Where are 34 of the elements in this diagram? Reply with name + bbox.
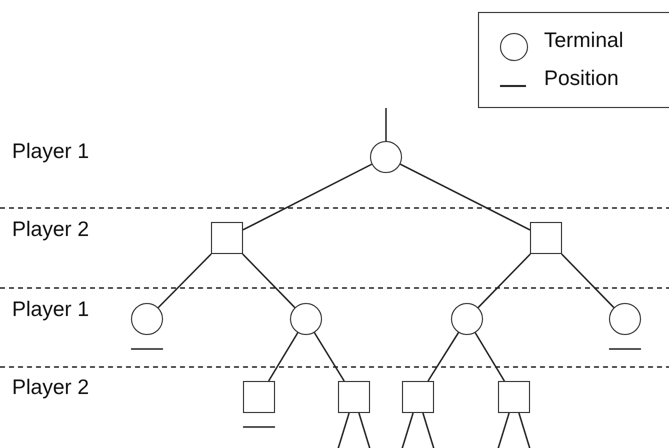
tree-branch-line (158, 253, 212, 308)
tree-branch-line (337, 412, 350, 448)
square-node (211, 222, 243, 254)
tree-branch-line (358, 412, 371, 448)
player-label: Player 1 (12, 298, 90, 322)
tree-branch-line (242, 253, 296, 308)
tree-branch-line (314, 332, 345, 382)
tree-branch-line (400, 164, 530, 231)
tree-branch-line (401, 412, 414, 448)
player-label: Player 2 (12, 376, 90, 400)
tree-branch-line (478, 253, 531, 308)
legend-text: Position (544, 67, 619, 91)
circle-node (451, 303, 483, 335)
square-node (530, 222, 562, 254)
circle-node (131, 303, 163, 335)
player-label: Player 1 (12, 140, 90, 164)
tree-branch-line (422, 412, 435, 448)
tree-branch-line (497, 412, 510, 448)
player-label: Player 2 (12, 218, 90, 242)
tree-branch-line (242, 164, 372, 231)
square-node (402, 381, 434, 413)
circle-node (290, 303, 322, 335)
square-node (338, 381, 370, 413)
tree-branch-line (561, 253, 614, 308)
circle-node (370, 141, 402, 173)
tree-branch-line (385, 108, 387, 141)
tree-branch-line (427, 332, 460, 382)
tree-branch-line (268, 332, 298, 382)
square-node (498, 381, 530, 413)
square-node (243, 381, 275, 413)
circle-node (609, 303, 641, 335)
tree-branch-line (518, 412, 531, 448)
tree-branch-line (474, 332, 505, 382)
legend-text: Terminal (544, 29, 624, 53)
